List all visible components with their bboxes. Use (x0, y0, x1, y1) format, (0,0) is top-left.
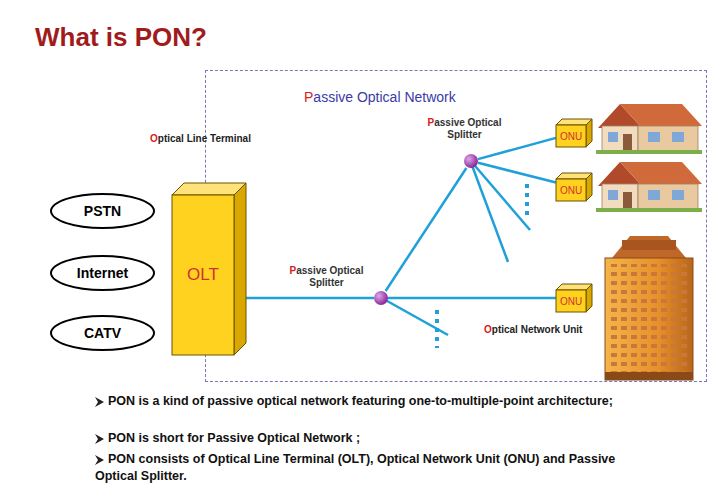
node-label: Optical Line Terminal (150, 133, 251, 144)
node-caption: Optical Network Unit (484, 324, 582, 335)
splitter-dot: Passive Optical Splitter (464, 154, 478, 168)
title: What is PON? (35, 22, 207, 53)
bullet-arrow (95, 397, 104, 465)
node-label: CATV (84, 325, 121, 341)
node-label: ONU (556, 179, 586, 201)
node-label: ONU (556, 125, 586, 147)
fiber-line (380, 160, 530, 335)
onu-box: ONU (556, 119, 592, 147)
node-label: Passive Optical Network (304, 89, 456, 105)
house (596, 162, 702, 212)
olt-box: Optical Line TerminalOLT (172, 183, 246, 355)
source-oval: CATV (50, 315, 155, 351)
fiber-connector (478, 138, 556, 159)
bullet-text: PON consists of Optical Line Terminal (O… (95, 451, 655, 485)
onu-box: ONUOptical Network Unit (556, 284, 592, 312)
bullet-text: PON is a kind of passive optical network… (95, 393, 655, 410)
fiber-connector (388, 297, 556, 300)
splitter-dot: Passive Optical Splitter (374, 291, 388, 305)
onu-box: ONU (556, 173, 592, 201)
bullet-text: PON is short for Passive Optical Network… (95, 430, 655, 447)
fiber-connector (386, 168, 467, 291)
node-label: PSTN (84, 203, 121, 219)
network-region: Passive Optical NetworkPassive Optical S… (205, 70, 707, 382)
fiber-connector (246, 297, 374, 300)
node-label: Passive Optical Splitter (279, 265, 374, 289)
node-label: ONU (556, 290, 586, 312)
fiber-connector (478, 163, 556, 183)
node-caption: OLT (172, 195, 234, 355)
node-label: Passive Optical Splitter (417, 117, 512, 141)
source-oval: PSTN (50, 193, 155, 229)
house (596, 104, 702, 154)
source-oval: Internet (50, 255, 155, 291)
continuation-dots (437, 184, 527, 348)
building (605, 236, 693, 380)
node-label: Internet (77, 265, 128, 281)
